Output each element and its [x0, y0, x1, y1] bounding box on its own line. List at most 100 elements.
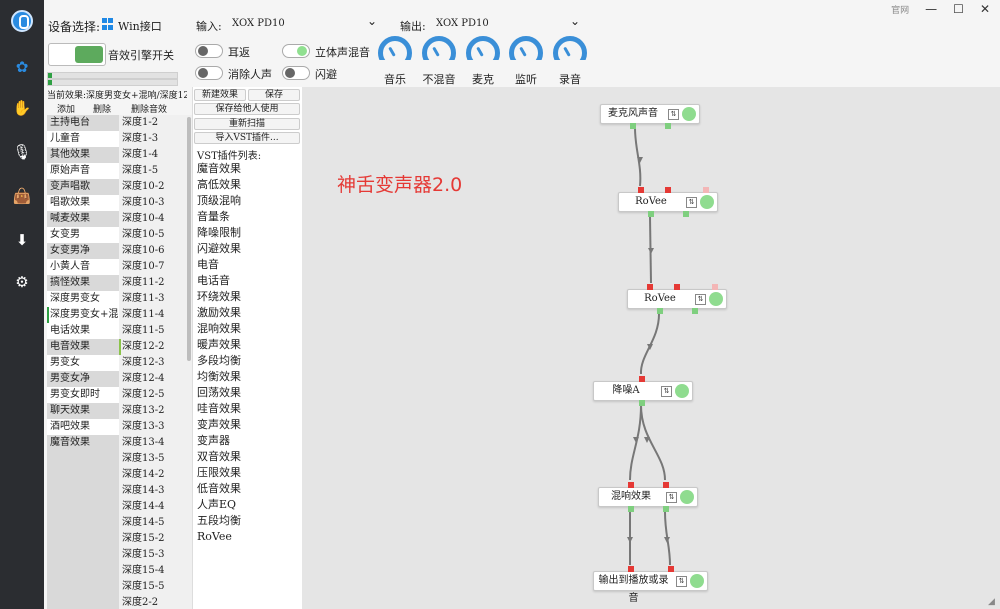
node-input-port[interactable]: [628, 482, 634, 488]
node-enable-icon[interactable]: [675, 384, 689, 398]
vst-plugin-item[interactable]: 激励效果: [197, 306, 241, 319]
delete-button[interactable]: 删除: [93, 105, 112, 115]
category-item[interactable]: 女变男: [47, 227, 119, 243]
vst-plugin-item[interactable]: 环绕效果: [197, 290, 241, 303]
category-item[interactable]: 深度男变女: [47, 291, 119, 307]
vst-plugin-item[interactable]: 人声EQ: [197, 498, 237, 511]
scrollbar-thumb[interactable]: [187, 117, 191, 361]
music-knob[interactable]: 音乐: [375, 36, 415, 87]
category-item[interactable]: 小黄人音: [47, 259, 119, 275]
effect-graph-canvas[interactable]: [302, 87, 1000, 609]
vst-plugin-item[interactable]: 音量条: [197, 210, 230, 223]
preset-item[interactable]: 深度15-2: [122, 533, 165, 544]
category-item[interactable]: 原始声音: [47, 163, 119, 179]
preset-item[interactable]: 深度1-4: [122, 149, 159, 160]
knob-dial[interactable]: [509, 36, 543, 70]
preset-item[interactable]: 深度10-4: [122, 213, 165, 224]
preset-item[interactable]: 深度13-2: [122, 405, 165, 416]
microphone-icon[interactable]: 🎙: [12, 143, 32, 161]
preset-scrollbar[interactable]: [186, 115, 192, 609]
rescan-button[interactable]: 重新扫描: [194, 118, 300, 130]
preset-item[interactable]: 深度11-4: [122, 309, 165, 320]
preset-item[interactable]: 深度15-5: [122, 581, 165, 592]
node-output-port[interactable]: [683, 211, 689, 217]
minimize-button[interactable]: —: [925, 2, 938, 16]
official-site-link[interactable]: 官网: [891, 5, 910, 16]
node-enable-icon[interactable]: [680, 490, 694, 504]
engine-switch[interactable]: [48, 43, 106, 66]
preset-item[interactable]: 深度10-5: [122, 229, 165, 240]
node-output-port[interactable]: [657, 308, 663, 314]
save-for-others-button[interactable]: 保存给他人使用: [194, 103, 300, 115]
preset-item[interactable]: 深度1-5: [122, 165, 159, 176]
vst-plugin-item[interactable]: 五段均衡: [197, 514, 241, 527]
category-item[interactable]: 男变女即时: [47, 387, 119, 403]
chevron-down-icon[interactable]: ⌄: [367, 14, 378, 28]
category-item[interactable]: 电音效果: [47, 339, 119, 355]
node-settings-icon[interactable]: ⇅: [676, 576, 687, 587]
category-item[interactable]: 聊天效果: [47, 403, 119, 419]
hand-wave-icon[interactable]: ✋: [12, 99, 32, 117]
node-enable-icon[interactable]: [700, 195, 714, 209]
vst-plugin-item[interactable]: 变声效果: [197, 418, 241, 431]
preset-item[interactable]: 深度13-4: [122, 437, 165, 448]
maximize-button[interactable]: ☐: [953, 2, 964, 16]
preset-item[interactable]: 深度10-3: [122, 197, 165, 208]
category-item[interactable]: 电话效果: [47, 323, 119, 339]
category-item[interactable]: 男变女: [47, 355, 119, 371]
vst-plugin-item[interactable]: 双音效果: [197, 450, 241, 463]
node-input-port[interactable]: [665, 187, 671, 193]
mic-knob[interactable]: 麦克: [463, 36, 503, 87]
graph-node[interactable]: 混响效果 ⇅: [598, 482, 698, 512]
preset-item[interactable]: 深度12-3: [122, 357, 165, 368]
add-button[interactable]: 添加: [57, 105, 76, 115]
category-item[interactable]: 搞怪效果: [47, 275, 119, 291]
node-enable-icon[interactable]: [682, 107, 696, 121]
stereo-mix-toggle[interactable]: [282, 44, 310, 58]
preset-item[interactable]: 深度2-2: [122, 597, 159, 608]
vst-plugin-item[interactable]: 变声器: [197, 434, 230, 447]
vst-plugin-item[interactable]: 压限效果: [197, 466, 241, 479]
node-input-port[interactable]: [663, 482, 669, 488]
node-settings-icon[interactable]: ⇅: [661, 386, 672, 397]
vst-plugin-item[interactable]: 魔音效果: [197, 162, 241, 175]
close-button[interactable]: ✕: [979, 2, 990, 16]
category-item[interactable]: 男变女净: [47, 371, 119, 387]
graph-node[interactable]: RoVee ⇅: [618, 187, 718, 217]
new-effect-button[interactable]: 新建效果: [194, 89, 246, 101]
preset-item[interactable]: 深度11-2: [122, 277, 165, 288]
paw-icon[interactable]: ✿: [15, 58, 29, 76]
preset-item[interactable]: 深度12-4: [122, 373, 165, 384]
category-item[interactable]: 变声唱歌: [47, 179, 119, 195]
node-settings-icon[interactable]: ⇅: [686, 197, 697, 208]
download-icon[interactable]: ⬇: [15, 231, 29, 249]
resize-grip-icon[interactable]: ◢: [988, 597, 995, 607]
preset-item[interactable]: 深度11-5: [122, 325, 165, 336]
vst-plugin-item[interactable]: RoVee: [197, 530, 232, 543]
vst-plugin-item[interactable]: 哇音效果: [197, 402, 241, 415]
no-mix-knob[interactable]: 不混音: [419, 36, 459, 87]
preset-item[interactable]: 深度10-6: [122, 245, 165, 256]
remove-vocal-toggle[interactable]: [195, 66, 223, 80]
output-select[interactable]: XOX PD10: [436, 18, 489, 29]
delete-effect-button[interactable]: 删除音效: [131, 105, 168, 115]
node-output-port[interactable]: [630, 123, 636, 129]
vst-plugin-item[interactable]: 电音: [197, 258, 219, 271]
node-input-port[interactable]: [628, 566, 634, 572]
preset-item[interactable]: 深度14-5: [122, 517, 165, 528]
graph-node[interactable]: 输出到播放或录音 ⇅: [593, 566, 708, 604]
category-item[interactable]: 喊麦效果: [47, 211, 119, 227]
node-settings-icon[interactable]: ⇅: [668, 109, 679, 120]
node-input-port[interactable]: [638, 187, 644, 193]
node-output-port[interactable]: [639, 400, 645, 406]
category-item[interactable]: 女变男净: [47, 243, 119, 259]
preset-item[interactable]: 深度10-2: [122, 181, 165, 192]
knob-dial[interactable]: [422, 36, 456, 70]
node-enable-icon[interactable]: [709, 292, 723, 306]
preset-item[interactable]: 深度15-4: [122, 565, 165, 576]
preset-item[interactable]: 深度14-2: [122, 469, 165, 480]
record-knob[interactable]: 录音: [550, 36, 590, 87]
knob-dial[interactable]: [378, 36, 412, 70]
category-item[interactable]: 唱歌效果: [47, 195, 119, 211]
preset-item[interactable]: 深度14-3: [122, 485, 165, 496]
